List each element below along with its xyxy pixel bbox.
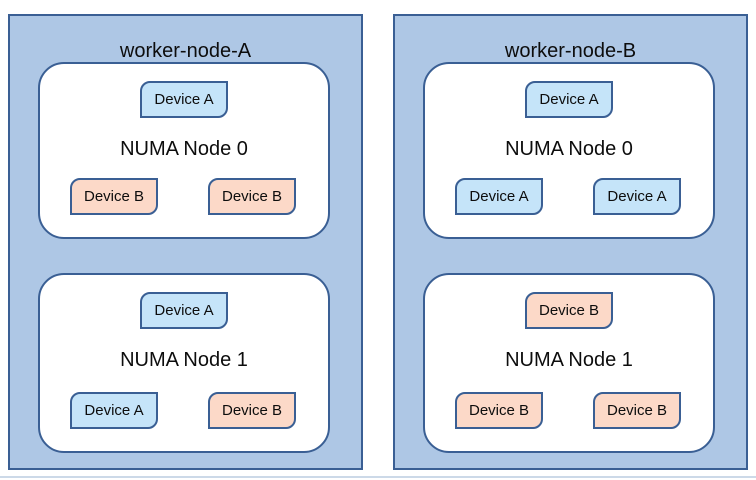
device-chip: Device B [525, 292, 613, 329]
device-chip: Device A [525, 81, 613, 118]
worker-node-a-panel: worker-node-A Device A NUMA Node 0 Devic… [8, 14, 363, 470]
worker-b-numa-node-1-box: Device B NUMA Node 1 Device B Device B [423, 273, 715, 453]
worker-node-b-title: worker-node-B [504, 40, 637, 62]
numa-node-label: NUMA Node 0 [120, 138, 248, 160]
device-chip: Device B [593, 392, 681, 429]
device-chip: Device A [455, 178, 543, 215]
device-chip: Device B [70, 178, 158, 215]
device-chip: Device B [455, 392, 543, 429]
worker-node-b-panel: worker-node-B Device A NUMA Node 0 Devic… [393, 14, 748, 470]
device-chip: Device A [140, 292, 228, 329]
device-chip: Device B [208, 178, 296, 215]
numa-node-label: NUMA Node 1 [505, 349, 633, 371]
device-chip: Device A [70, 392, 158, 429]
device-chip: Device B [208, 392, 296, 429]
worker-a-numa-node-0-box: Device A NUMA Node 0 Device B Device B [38, 62, 330, 239]
device-chip: Device A [140, 81, 228, 118]
worker-node-a-title: worker-node-A [119, 40, 252, 62]
device-chip: Device A [593, 178, 681, 215]
worker-b-numa-node-0-box: Device A NUMA Node 0 Device A Device A [423, 62, 715, 239]
bottom-divider [0, 476, 756, 478]
worker-a-numa-node-1-box: Device A NUMA Node 1 Device A Device B [38, 273, 330, 453]
numa-node-label: NUMA Node 1 [120, 349, 248, 371]
numa-node-label: NUMA Node 0 [505, 138, 633, 160]
